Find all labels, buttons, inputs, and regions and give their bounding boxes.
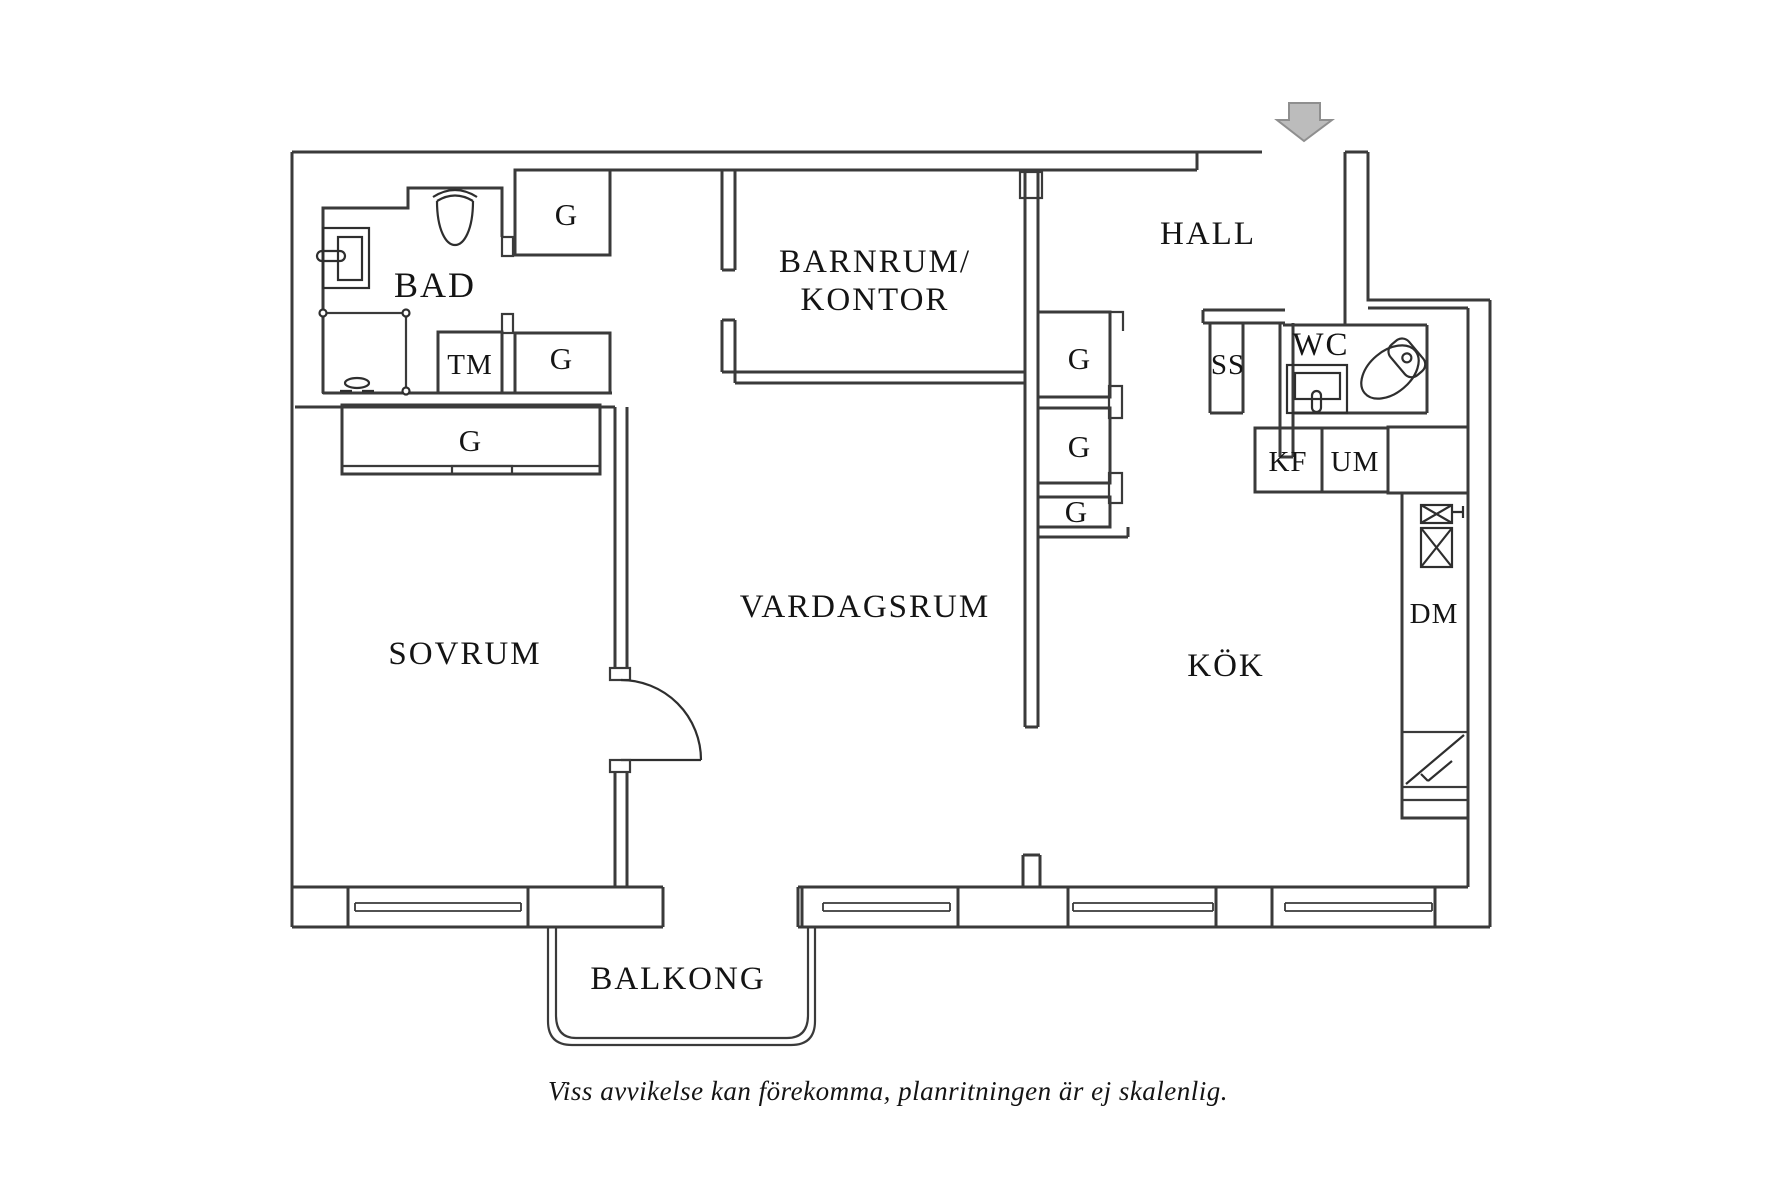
label-wc: WC [1292, 327, 1349, 363]
kitchen-sink-fixture [1419, 503, 1465, 569]
door-jamb [500, 235, 515, 258]
label-g-closet2: G [550, 341, 572, 376]
wardrobe-box [340, 403, 602, 476]
label-um: UM [1331, 446, 1380, 478]
door-jamb [608, 666, 632, 682]
sink-fixture [315, 226, 371, 290]
door-jamb [608, 758, 632, 774]
balcony [546, 927, 817, 1047]
barnrum-walls [720, 170, 1025, 385]
wc-toilet-fixture [1360, 337, 1427, 400]
label-ss: SS [1211, 349, 1245, 381]
toilet-fixture [432, 188, 478, 247]
kitchen [1253, 425, 1470, 820]
ss-closet-box [1208, 323, 1245, 415]
label-sovrum: SOVRUM [388, 636, 541, 672]
label-kf: KF [1268, 446, 1307, 478]
bathroom-fixtures [315, 168, 612, 396]
bedroom [340, 403, 703, 887]
window-sovrum [346, 885, 530, 929]
wc-sink-fixture [1285, 363, 1349, 415]
window-vardagsrum [800, 885, 960, 929]
label-bad: BAD [394, 265, 476, 305]
label-tm: TM [447, 349, 493, 381]
label-dm: DM [1410, 598, 1459, 630]
label-hall: HALL [1160, 216, 1256, 252]
shower-fixture [318, 308, 411, 396]
closet-box-g2 [513, 331, 612, 395]
window-kok-right [1270, 885, 1437, 929]
door-jamb [1018, 170, 1044, 200]
label-balkong: BALKONG [590, 961, 765, 997]
label-g-wardrobe: G [459, 423, 481, 458]
label-barnrum-line2: KONTOR [801, 282, 950, 318]
door-jamb [500, 312, 515, 335]
label-vardagsrum: VARDAGSRUM [740, 589, 990, 625]
closet-box-g3 [1036, 310, 1112, 399]
disclaimer-caption: Viss avvikelse kan förekomma, planritnin… [548, 1076, 1228, 1106]
stove-fixture [1400, 730, 1470, 789]
label-g-closet3: G [1068, 341, 1090, 376]
bedroom-door [608, 407, 703, 887]
counter-run [1400, 491, 1470, 820]
closet-column [1036, 310, 1130, 539]
closet-box-g4 [1036, 406, 1112, 485]
labels: BAD TM G G G G G G SOVRUM VARDAGSRUM BAR… [388, 197, 1459, 1106]
closet-box-g5 [1036, 495, 1112, 529]
cabinet-box [1386, 425, 1470, 495]
drain-icon [343, 376, 371, 390]
entrance-arrow-icon [1274, 102, 1335, 143]
window-kok-left [1066, 885, 1218, 929]
label-barnrum-line1: BARNRUM/ [779, 244, 971, 280]
label-g-closet1: G [555, 197, 577, 232]
label-g-closet4: G [1068, 429, 1090, 464]
closet-box-g1 [513, 168, 612, 257]
washing-machine-box [436, 330, 504, 395]
windows [346, 885, 1437, 929]
label-g-closet5: G [1065, 494, 1087, 529]
wc-area [1201, 308, 1429, 459]
label-kok: KÖK [1187, 648, 1265, 684]
